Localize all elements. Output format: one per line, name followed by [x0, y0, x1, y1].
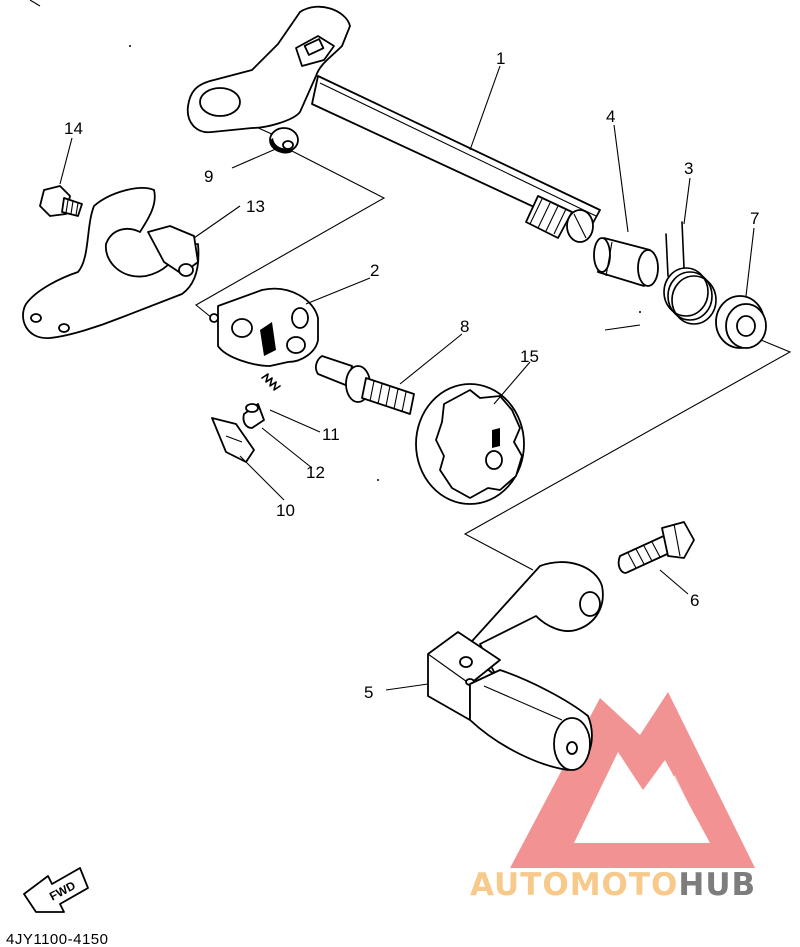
- part-3-torsion-spring: [663, 221, 717, 325]
- part-15-segment: [415, 383, 525, 505]
- diagram-code: 4JY1100-4150: [6, 931, 108, 947]
- callout-4: 4: [606, 107, 615, 126]
- bracket-hole: [199, 87, 241, 117]
- callout-3: 3: [684, 159, 693, 178]
- callout-12: 12: [306, 463, 325, 482]
- watermark-text-automoto: AUTOMOTO: [470, 867, 678, 903]
- part-10-pawl: [211, 417, 255, 463]
- part-8-stud-bolt: [315, 355, 415, 415]
- part-14-bolt: [39, 185, 83, 217]
- callout-9: 9: [204, 167, 213, 186]
- watermark-text: AUTOMOTOHUB: [470, 867, 756, 903]
- part-13-stopper-lever: [22, 187, 200, 339]
- leader-lines: [59, 65, 755, 691]
- part-1-shift-shaft: [186, 5, 601, 243]
- watermark-triangle-inner: [610, 775, 700, 828]
- part-5-shift-pedal: [427, 561, 604, 771]
- callout-5: 5: [364, 683, 373, 702]
- fwd-arrow: FWD: [23, 867, 89, 913]
- watermark-text-hub: HUB: [678, 867, 756, 903]
- callout-7: 7: [750, 209, 759, 228]
- fwd-arrow-icon: [23, 867, 89, 913]
- callout-labels: 1 2 3 4 5 6 7 8 9 10 11 12 13 14 15: [64, 49, 759, 702]
- part-6-bolt: [617, 521, 695, 574]
- callout-2: 2: [370, 261, 379, 280]
- part-7-oil-seal: [715, 295, 767, 349]
- callout-11: 11: [322, 425, 340, 444]
- shaft-splines: [525, 195, 573, 239]
- watermark-triangle: [510, 692, 755, 868]
- callout-13: 13: [246, 197, 265, 216]
- watermark-logo: [510, 692, 755, 868]
- part-11-spring: [261, 373, 281, 391]
- part-4-collar: [593, 237, 659, 287]
- callout-1: 1: [496, 49, 505, 68]
- part-12-pin: [242, 403, 265, 429]
- callout-14: 14: [64, 119, 83, 138]
- callout-8: 8: [460, 317, 469, 336]
- callout-10: 10: [276, 501, 295, 520]
- callout-15: 15: [520, 347, 539, 366]
- callout-6: 6: [690, 591, 699, 610]
- part-2-shift-arm: [209, 287, 319, 367]
- assembly-lines: [195, 117, 792, 571]
